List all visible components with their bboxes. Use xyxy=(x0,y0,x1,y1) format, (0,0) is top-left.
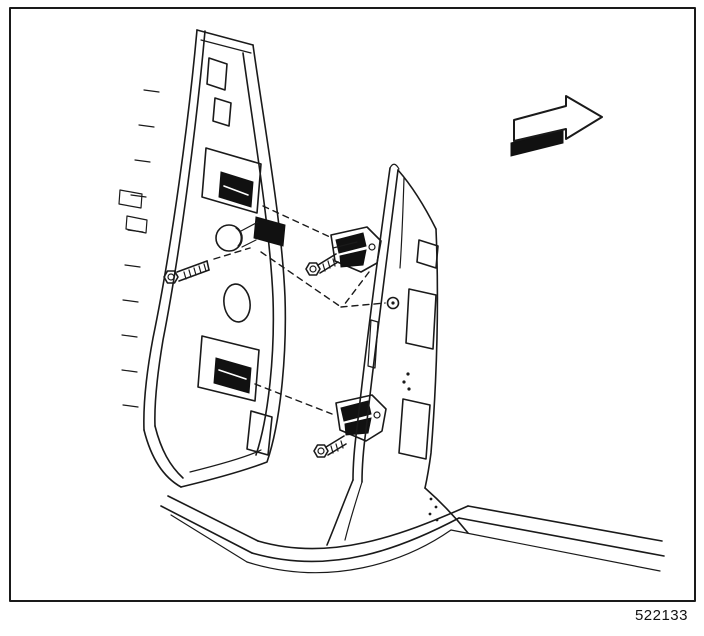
door-upper-hinge-cutout xyxy=(201,147,262,214)
door-lower-rect-hole xyxy=(246,410,273,456)
door-lower-hinge-cutout xyxy=(197,335,260,402)
pillar-access-hole-upper xyxy=(405,288,437,350)
rocker-panel xyxy=(160,495,665,574)
bolt-hex-head xyxy=(163,270,179,284)
pillar-hinge-bolt-hole xyxy=(386,296,400,310)
body-hinge-pillar xyxy=(326,163,469,546)
door-edge-hatching xyxy=(118,89,160,408)
pillar-upper-small-hole xyxy=(416,239,439,269)
door-middle-hinge-mount xyxy=(215,216,286,252)
arrow-outline xyxy=(513,95,603,142)
lower-hinge-bolt xyxy=(313,435,347,458)
upper-hinge-bolt xyxy=(305,253,339,276)
figure-number: 522133 xyxy=(634,607,688,624)
hinge-pivot-pin xyxy=(373,411,381,419)
door-second-vent-hole xyxy=(212,97,232,127)
lower-door-hinge xyxy=(335,394,387,442)
door-upper-vent-hole xyxy=(206,57,228,91)
bolt-hex-head xyxy=(313,444,329,458)
door-side-hinge-bolt xyxy=(163,260,210,284)
bolt-hex-head xyxy=(305,262,321,276)
pillar-front-slot xyxy=(367,319,379,369)
hinge-pivot-pin xyxy=(368,243,376,251)
forward-direction-arrow xyxy=(510,95,603,157)
door-oval-access-hole xyxy=(223,283,251,323)
pillar-access-hole-lower xyxy=(398,398,431,460)
door-assembly xyxy=(118,29,287,488)
alignment-leader-lines xyxy=(213,205,386,415)
